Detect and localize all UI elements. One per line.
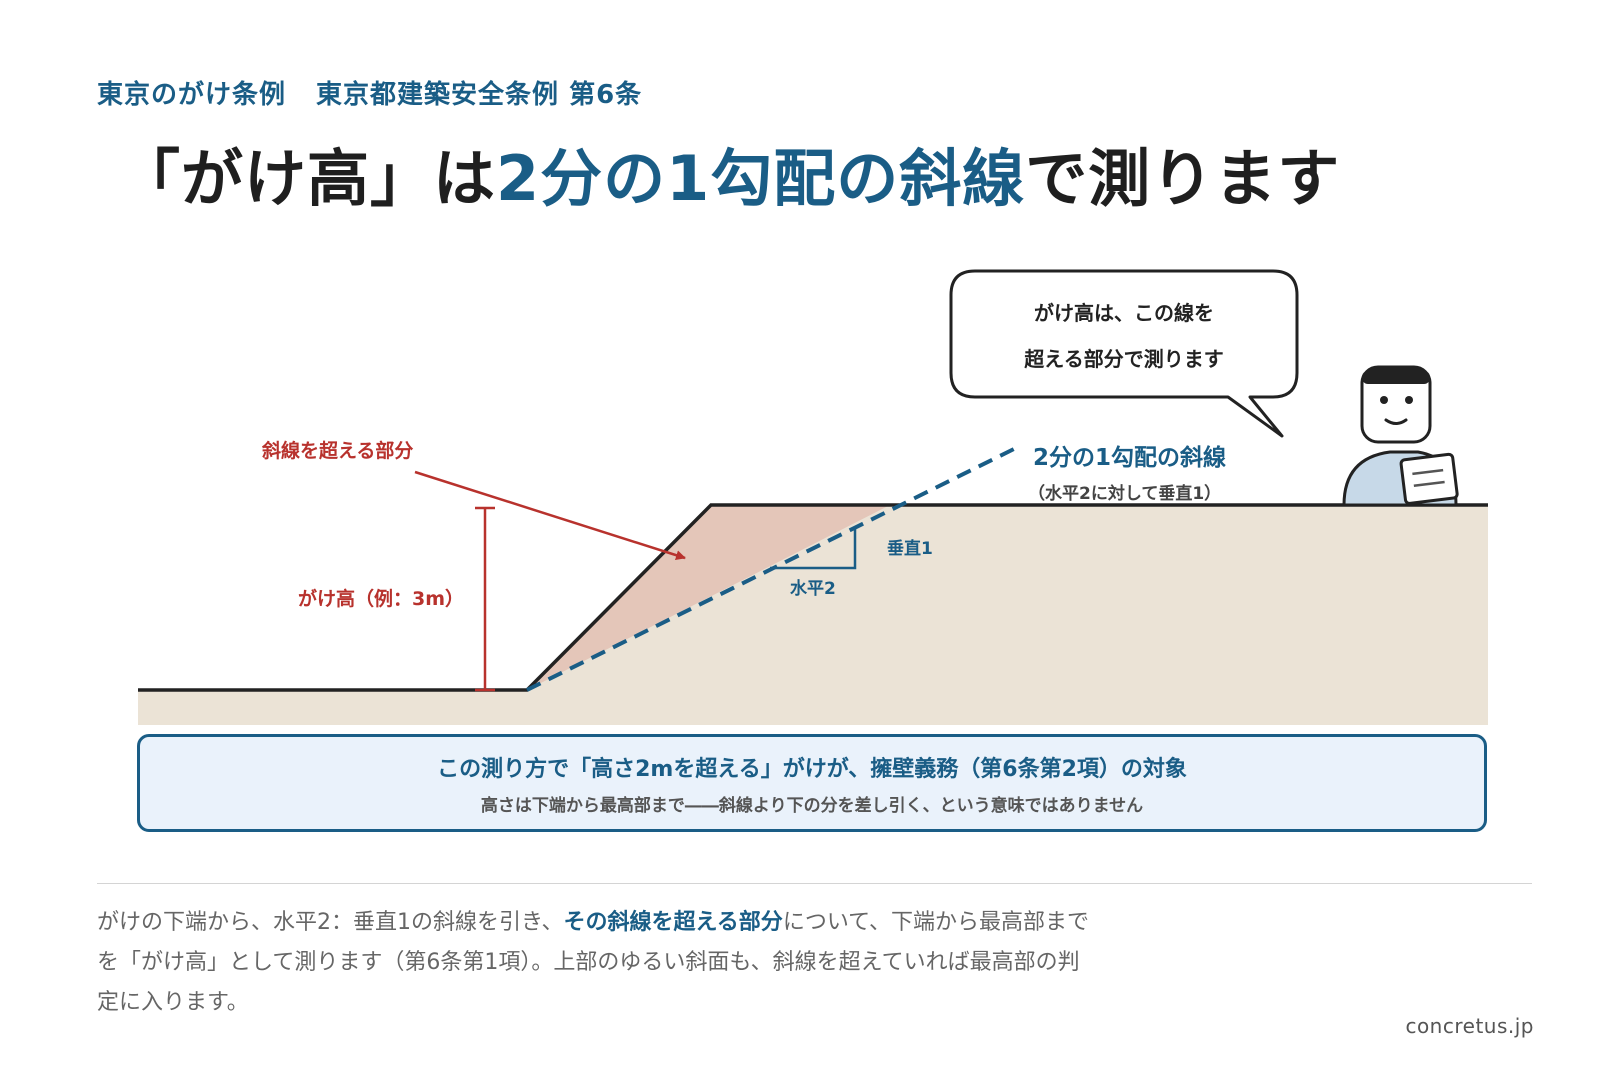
subtitle: 東京のがけ条例東京都建築安全条例 第6条 (97, 74, 642, 111)
divider (97, 883, 1532, 884)
title-part-b: で測ります (1025, 142, 1341, 215)
ground-fill (138, 505, 1488, 725)
bubble-line-2: 超える部分で測ります (1023, 347, 1223, 371)
document-icon (1399, 452, 1459, 505)
slope-sub-label: （水平2に対して垂直1） (1028, 483, 1221, 504)
description-line-1-a: がけの下端から、水平2：垂直1の斜線を引き、 (97, 910, 564, 935)
description-line-3: 定に入ります。 (97, 990, 249, 1015)
person-figure (1342, 365, 1459, 507)
horizontal-label: 水平2 (790, 578, 836, 599)
speech-bubble (949, 269, 1299, 438)
exceed-arrow (414, 470, 686, 561)
bubble-line-1: がけ高は、この線を (1034, 301, 1214, 325)
slope-label: 2分の1勾配の斜線 (1033, 444, 1226, 471)
height-dimension (475, 506, 495, 692)
credit: concretus.jp (1405, 1014, 1534, 1038)
description-line-1: がけの下端から、水平2：垂直1の斜線を引き、その斜線を超える部分について、下端か… (97, 903, 1277, 943)
height-label: がけ高（例：3m） (298, 587, 464, 610)
vertical-label: 垂直1 (887, 538, 933, 559)
person-eye-right (1405, 396, 1413, 404)
terrain-outline (138, 503, 1488, 692)
exceed-label: 斜線を超える部分 (261, 439, 413, 462)
description: がけの下端から、水平2：垂直1の斜線を引き、その斜線を超える部分について、下端か… (97, 903, 1277, 1023)
note-main: この測り方で「高さ2mを超える」がけが、擁壁義務（第6条第2項）の対象 (437, 757, 1187, 782)
description-line-2: を「がけ高」として測ります（第6条第1項）。上部のゆるい斜面も、斜線を超えていれ… (97, 950, 1080, 975)
title-highlight: 2分の1勾配の斜線 (496, 142, 1026, 215)
page-title: 「がけ高」は2分の1勾配の斜線で測ります (118, 128, 1340, 218)
subtitle-article: 東京都建築安全条例 第6条 (316, 80, 643, 110)
note-sub: 高さは下端から最高部まで――斜線より下の分を差し引く、という意味ではありません (480, 796, 1144, 816)
description-strong: その斜線を超える部分 (563, 910, 783, 935)
note-box: この測り方で「高さ2mを超える」がけが、擁壁義務（第6条第2項）の対象 高さは下… (137, 734, 1487, 832)
subtitle-ordinance: 東京のがけ条例 (97, 80, 287, 110)
gradient-triangle (770, 527, 857, 570)
person-smile (1384, 418, 1408, 425)
person-eye-left (1380, 396, 1388, 404)
title-part-a: 「がけ高」は (118, 142, 497, 215)
description-line-1-b: について、下端から最高部まで (782, 910, 1090, 935)
